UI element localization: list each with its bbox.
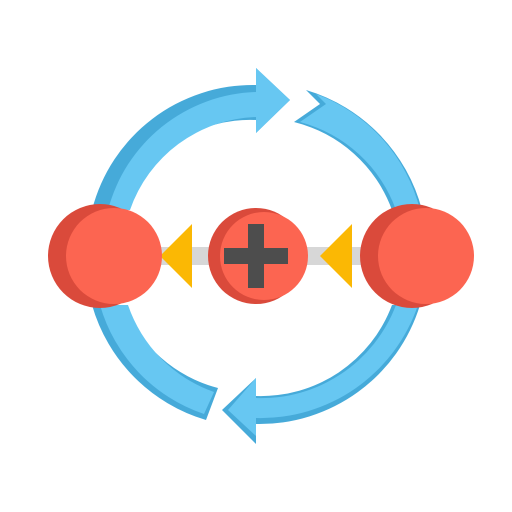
right-arc-lower-body <box>256 305 418 419</box>
bottom-arrow <box>222 378 256 444</box>
right-arc-body <box>300 94 420 210</box>
top-arrow <box>92 68 290 210</box>
right-arrow-arc <box>256 90 422 425</box>
plus-icon <box>224 224 288 288</box>
bottom-arrowhead-body <box>228 378 256 436</box>
left-node <box>48 204 162 308</box>
top-arrow-body <box>108 68 290 210</box>
center-node <box>208 208 308 304</box>
right-triangle-icon <box>320 224 352 288</box>
right-node <box>360 204 474 308</box>
left-triangle-icon <box>160 224 192 288</box>
left-lower-arc <box>92 305 218 420</box>
left-lower-arc-body <box>100 305 214 414</box>
